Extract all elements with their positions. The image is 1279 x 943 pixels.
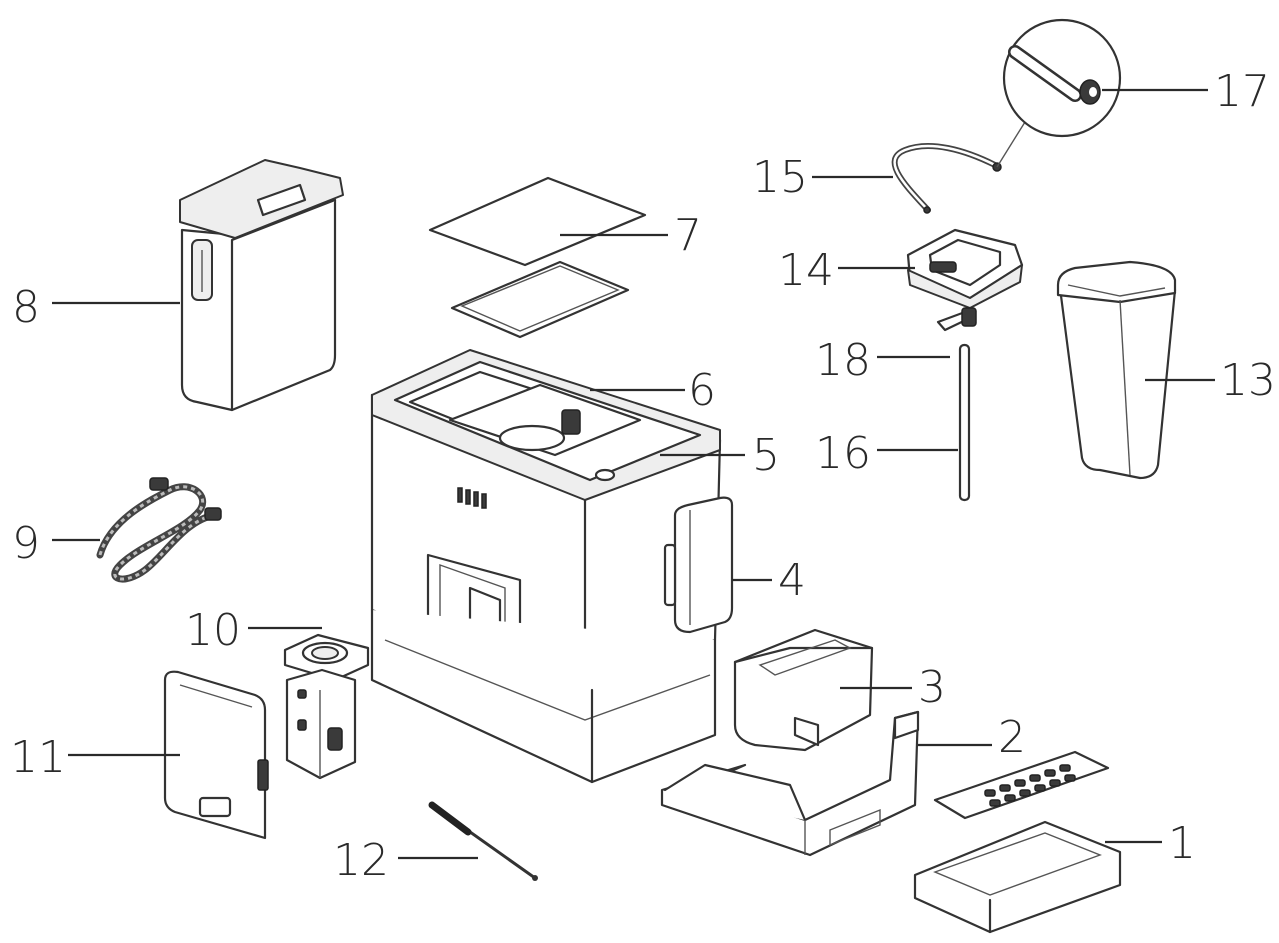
callout-2: 2 bbox=[998, 712, 1026, 763]
grounds-container-part bbox=[733, 628, 874, 752]
callout-1: 1 bbox=[1168, 818, 1196, 869]
water-tank-part bbox=[179, 159, 344, 412]
callout-8: 8 bbox=[12, 282, 40, 333]
milk-lid-part bbox=[906, 228, 1024, 309]
drip-grille bbox=[984, 764, 1076, 807]
milk-container-part bbox=[1056, 260, 1177, 480]
milk-tube-part bbox=[958, 343, 971, 502]
callout-5: 5 bbox=[752, 430, 780, 481]
control-buttons bbox=[457, 487, 487, 509]
callout-10: 10 bbox=[185, 605, 241, 656]
callout-11: 11 bbox=[10, 732, 66, 783]
callout-17: 17 bbox=[1214, 66, 1270, 117]
callout-6: 6 bbox=[688, 365, 716, 416]
brew-unit-cap-part bbox=[283, 633, 370, 682]
callout-18: 18 bbox=[815, 335, 871, 386]
nozzle-module-part bbox=[663, 496, 734, 634]
leader-lines bbox=[52, 88, 1215, 860]
callout-7: 7 bbox=[674, 210, 702, 261]
callout-16: 16 bbox=[815, 428, 871, 479]
milk-hose-part bbox=[891, 142, 1002, 214]
main-body-part bbox=[370, 349, 722, 784]
drip-tray-frame-part bbox=[660, 710, 920, 857]
callout-14: 14 bbox=[778, 245, 834, 296]
power-cord-part bbox=[96, 477, 222, 583]
callout-13: 13 bbox=[1220, 355, 1276, 406]
callout-4: 4 bbox=[778, 555, 806, 606]
callout-3: 3 bbox=[918, 662, 946, 713]
service-door-part bbox=[163, 670, 269, 840]
connector-part bbox=[936, 307, 977, 332]
callout-9: 9 bbox=[12, 518, 40, 569]
callout-15: 15 bbox=[752, 152, 808, 203]
drip-tray-part bbox=[913, 750, 1122, 934]
cleaning-brush-part bbox=[428, 801, 538, 881]
top-cover-part bbox=[428, 176, 647, 339]
hose-connector-detail-part bbox=[996, 18, 1122, 168]
callout-labels: 1 2 3 4 5 6 7 8 9 10 11 12 13 14 15 16 1… bbox=[10, 66, 1276, 886]
callout-12: 12 bbox=[333, 835, 389, 886]
brew-unit-body-part bbox=[285, 668, 357, 780]
